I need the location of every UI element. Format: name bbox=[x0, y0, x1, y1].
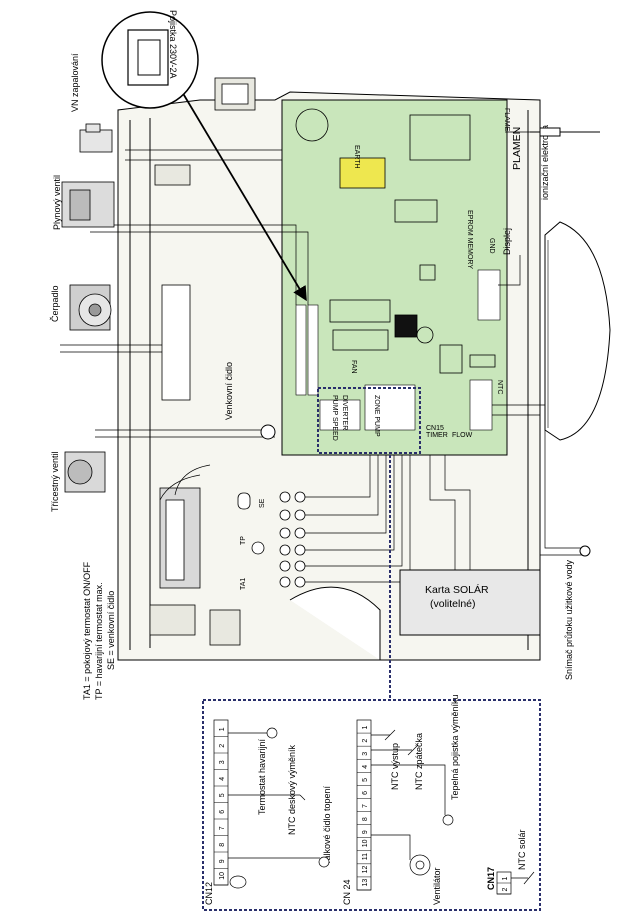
fuse-arrow bbox=[174, 79, 307, 302]
cn24-pin-6: 6 bbox=[362, 791, 369, 795]
label-zone-pump: ZONE PUMP bbox=[373, 395, 380, 437]
cn17-pin-2: 2 bbox=[502, 888, 509, 892]
label-solar-card-optional: (volitelné) bbox=[430, 598, 476, 610]
cn12-pin-1: 1 bbox=[219, 727, 226, 731]
label-ionization-electrode: ionizační elektroda bbox=[540, 125, 550, 200]
legend-se: SE = venkovní čidlo bbox=[106, 591, 116, 670]
cn24-pin-13: 13 bbox=[362, 879, 369, 887]
cn24-pin-10: 10 bbox=[362, 839, 369, 847]
tp-thermostat-icon bbox=[251, 541, 265, 555]
cn24-pin-9: 9 bbox=[362, 830, 369, 834]
label-outdoor-sensor: Venkovní čidlo bbox=[224, 362, 234, 420]
cn24-pin-8: 8 bbox=[362, 817, 369, 821]
label-cn15: CN15 bbox=[426, 425, 444, 432]
cn24-pin-4: 4 bbox=[362, 765, 369, 769]
label-gas-valve: Plynový ventil bbox=[52, 175, 62, 230]
cn24-pin-1: 1 bbox=[362, 726, 369, 730]
board-connector-strips bbox=[295, 269, 501, 431]
terminal-strip bbox=[159, 284, 201, 589]
outdoor-sensor-terminal bbox=[260, 424, 276, 440]
legend-ta1: TA1 = pokojový termostat ON/OFF bbox=[82, 561, 92, 700]
cn12-pin-3: 3 bbox=[219, 760, 226, 764]
cn24-label: CN 24 bbox=[342, 879, 352, 905]
label-three-way-valve: Třícestný ventil bbox=[50, 451, 60, 512]
cn12-pin-8: 8 bbox=[219, 843, 226, 847]
gas-valve-icon bbox=[61, 181, 115, 228]
cn12-pin-labels: 1 2 3 4 5 6 7 8 9 10 bbox=[214, 727, 228, 886]
label-diverter: DIVERTER bbox=[341, 395, 348, 430]
cn12-item-heating-pressure-sensor: Talkové čidlo topení bbox=[322, 785, 332, 865]
label-vn-ignition: VN zapalování bbox=[70, 53, 80, 112]
label-pump: Čerpadlo bbox=[50, 285, 60, 322]
cn12-item-plate-exchanger-ntc: NTC deskový výměník bbox=[287, 744, 297, 835]
label-flame: PLAMEN bbox=[511, 127, 523, 170]
cn24-item-exchanger-fuse: Tepelná pojistka výměníku bbox=[450, 694, 460, 800]
cn17-label: CN17 bbox=[486, 867, 496, 890]
cn12-label: CN12 bbox=[204, 882, 214, 905]
wires bbox=[60, 131, 590, 583]
cn12-wiring bbox=[228, 727, 330, 889]
cn24-item-ntc-outlet: NTC výstup bbox=[390, 743, 400, 790]
label-flow: FLOW bbox=[452, 432, 473, 439]
label-pump-speed: PUMP SPEED bbox=[331, 395, 338, 441]
solar-card bbox=[399, 569, 541, 636]
label-flame-pin: FLAME bbox=[503, 108, 510, 132]
cn17-pin-1: 1 bbox=[502, 877, 509, 881]
cn12-item-emergency-thermostat: Termostat havarijní bbox=[257, 738, 267, 815]
label-earth: EARTH bbox=[353, 145, 360, 169]
board-components bbox=[295, 108, 496, 374]
label-se: SE bbox=[259, 498, 266, 508]
cn17-item-solar-ntc: NTC solár bbox=[517, 829, 527, 870]
legend-tp: TP = havarijní termostat max. bbox=[94, 582, 104, 700]
cn24-item-fan: Ventilátor bbox=[432, 867, 442, 905]
cn24-pin-2: 2 bbox=[362, 739, 369, 743]
three-way-valve-icon bbox=[64, 451, 106, 493]
cn12-pin-6: 6 bbox=[219, 810, 226, 814]
display-panel bbox=[544, 221, 611, 441]
cn12-pin-9: 9 bbox=[219, 859, 226, 863]
se-sensor-icon bbox=[237, 492, 251, 510]
cn24-pin-7: 7 bbox=[362, 804, 369, 808]
cn12-pin-4: 4 bbox=[219, 777, 226, 781]
cn17-wiring bbox=[511, 871, 535, 885]
board-text: FAN PUMP SPEED EARTH FLAME ZONE PUMP DIV… bbox=[331, 108, 510, 441]
label-solar-card: Karta SOLÁR bbox=[425, 583, 489, 596]
cn24-pin-12: 12 bbox=[362, 865, 369, 873]
cn12-pin-2: 2 bbox=[219, 744, 226, 748]
cn24-item-ntc-return: NTC zpátečka bbox=[414, 733, 424, 790]
label-fan: FAN bbox=[350, 360, 357, 374]
label-gnd: GND bbox=[488, 238, 495, 254]
fuse-magnifier bbox=[101, 11, 199, 109]
cn12-pin-5: 5 bbox=[219, 793, 226, 797]
label-ntc-board: NTC bbox=[496, 380, 503, 394]
label-timer: TIMER bbox=[426, 432, 448, 439]
cn17-pin-labels: 12 bbox=[497, 877, 511, 895]
cn24-pin-3: 3 bbox=[362, 752, 369, 756]
label-tp: TP bbox=[240, 536, 247, 545]
vn-ignition-icon bbox=[79, 123, 113, 153]
cn12-pin-10: 10 bbox=[219, 872, 226, 880]
label-flow-sensor: Snímač průtoku užitkové vody bbox=[564, 559, 574, 680]
label-fuse: Pojistka 230V-2A bbox=[168, 10, 178, 79]
ionization-electrode-icon bbox=[530, 127, 600, 137]
cn24-wiring bbox=[371, 729, 454, 876]
top-connectors bbox=[149, 77, 256, 646]
label-display: Displej bbox=[502, 228, 512, 255]
cn24-pin-5: 5 bbox=[362, 778, 369, 782]
cn12-pin-7: 7 bbox=[219, 826, 226, 830]
pump-icon bbox=[69, 284, 112, 331]
highlight-region bbox=[317, 387, 421, 454]
cn24-pin-11: 11 bbox=[362, 853, 369, 860]
label-ta1: TA1 bbox=[240, 578, 247, 590]
flow-sensor-icon bbox=[579, 545, 591, 557]
label-eprom: EPROM MEMORY bbox=[466, 210, 473, 269]
